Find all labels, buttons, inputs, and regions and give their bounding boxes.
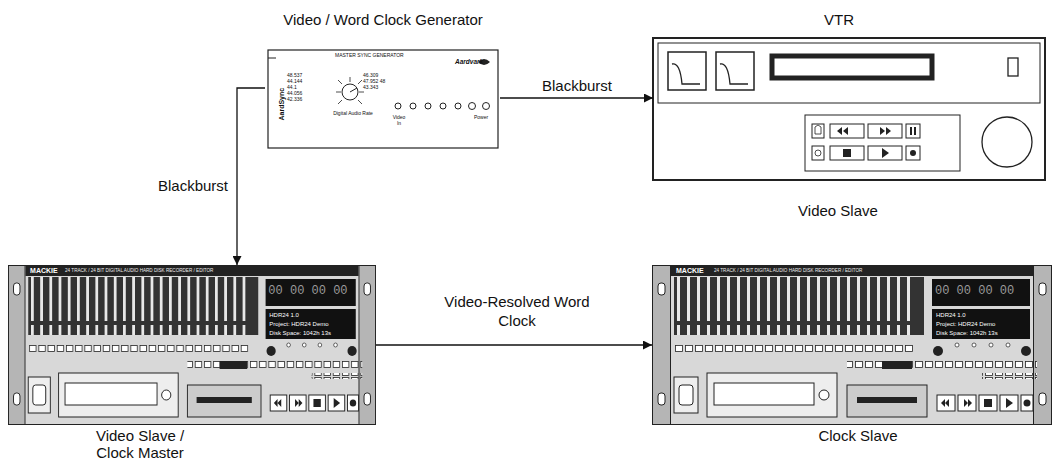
led-label: Power (467, 114, 495, 120)
lcd-line: Project: HDR24 Demo (936, 320, 1028, 328)
timecode-display: 00 00 00 00 (268, 283, 353, 299)
dial-caption: Digital Audio Rate (333, 110, 373, 116)
lcd-line: Project: HDR24 Demo (269, 320, 354, 328)
lcd-line: Disk Space: 1042h 13s (269, 329, 354, 337)
rate-values: 46.309 47.952 48 43.343 (363, 72, 387, 90)
lcd-line: HDR24 1.0 (269, 311, 354, 319)
timecode-display: 00 00 00 00 (935, 283, 1027, 299)
maker-logo: Aardvark (455, 58, 495, 66)
brand-logo: AardSync (277, 77, 286, 121)
signal-connector (500, 97, 653, 98)
vtr-illustration (653, 38, 1045, 180)
mackie-recorder (653, 266, 1052, 425)
signal-connector (376, 344, 652, 345)
led-label: Video In (390, 114, 408, 126)
signal-label: Blackburst (530, 76, 624, 95)
recorder-clock-master: MACKIE24 TRACK / 24 BIT DIGITAL AUDIO HA… (8, 265, 376, 465)
device-role-label: Clock Slave (802, 427, 914, 444)
sync-generator-panel (268, 50, 498, 148)
device-role-label: Video Slave / Clock Master (80, 427, 200, 461)
device-title: Video / Word Clock Generator (283, 10, 483, 29)
model-tagline: 24 TRACK / 24 BIT DIGITAL AUDIO HARD DIS… (65, 268, 265, 274)
device-title: VTR (799, 10, 879, 29)
model-tagline: 24 TRACK / 24 BIT DIGITAL AUDIO HARD DIS… (714, 268, 914, 274)
signal-label: Blackburst (150, 176, 236, 195)
panel-title: MASTER SYNC GENERATOR (335, 52, 425, 58)
recorder-clock-slave: MACKIE24 TRACK / 24 BIT DIGITAL AUDIO HA… (652, 265, 1052, 465)
vtr: VTR Video Slave (653, 6, 1045, 224)
signal-connector (237, 88, 265, 265)
lcd-line: HDR24 1.0 (936, 311, 1028, 319)
rate-values: 48.537 44.144 44.1 44.056 42.336 (287, 72, 311, 102)
lcd-line: Disk Space: 1042h 13s (936, 329, 1028, 337)
mackie-recorder (8, 266, 375, 425)
device-role-label: Video Slave (773, 201, 903, 220)
signal-label: Video-Resolved Word Clock (440, 292, 594, 330)
sync-generator: Video / Word Clock GeneratorAardSync MAST… (265, 6, 500, 152)
